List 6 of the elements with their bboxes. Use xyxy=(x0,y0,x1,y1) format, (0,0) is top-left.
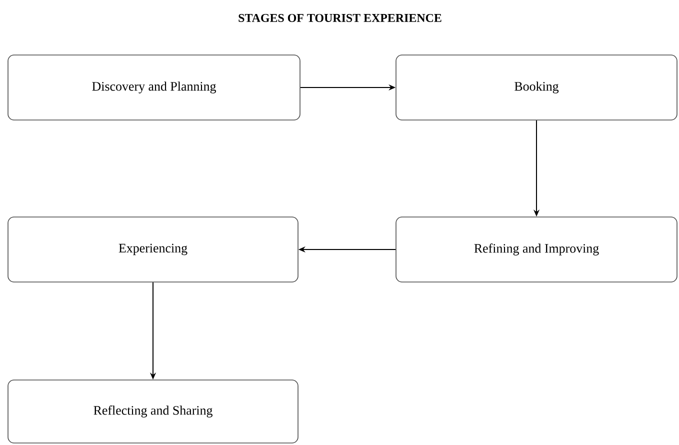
title: STAGES OF TOURIST EXPERIENCE xyxy=(238,14,442,22)
stage-box: Booking xyxy=(396,54,678,120)
stage-box: Reflecting and Sharing xyxy=(8,380,298,444)
stage-box: Discovery and Planning xyxy=(8,54,300,120)
stage-box: Refining and Improving xyxy=(396,216,678,282)
stage-box: Experiencing xyxy=(8,216,298,282)
